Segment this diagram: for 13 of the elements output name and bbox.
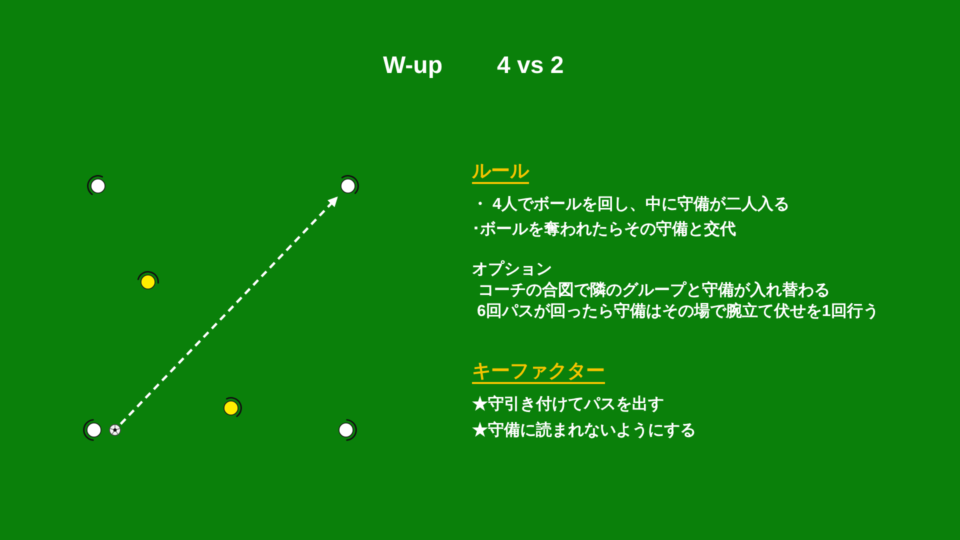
- section-heading: キーファクター: [472, 360, 605, 384]
- option-text: 6回パスが回ったら守備はその場で腕立て伏せを1回行う: [477, 302, 879, 322]
- rule-text: ･ボールを奪われたらその守備と交代: [472, 220, 736, 240]
- section-heading: ルール: [472, 160, 529, 184]
- match-format: 4 vs 2: [497, 52, 564, 81]
- option-text: コーチの合図で隣のグループと守備が入れ替わる: [478, 281, 830, 300]
- rule-text: ・ 4人でボールを回し、中に守備が二人入る: [472, 195, 790, 214]
- pass-arrow: [120, 196, 338, 425]
- soccer-ball-icon: [109, 424, 121, 436]
- slide-title: W-up: [383, 52, 442, 81]
- key-factor-text: ★守備に読まれないようにする: [472, 421, 696, 440]
- option-heading: オプション: [472, 260, 552, 280]
- key-factor-text: ★守引き付けてパスを出す: [472, 395, 664, 414]
